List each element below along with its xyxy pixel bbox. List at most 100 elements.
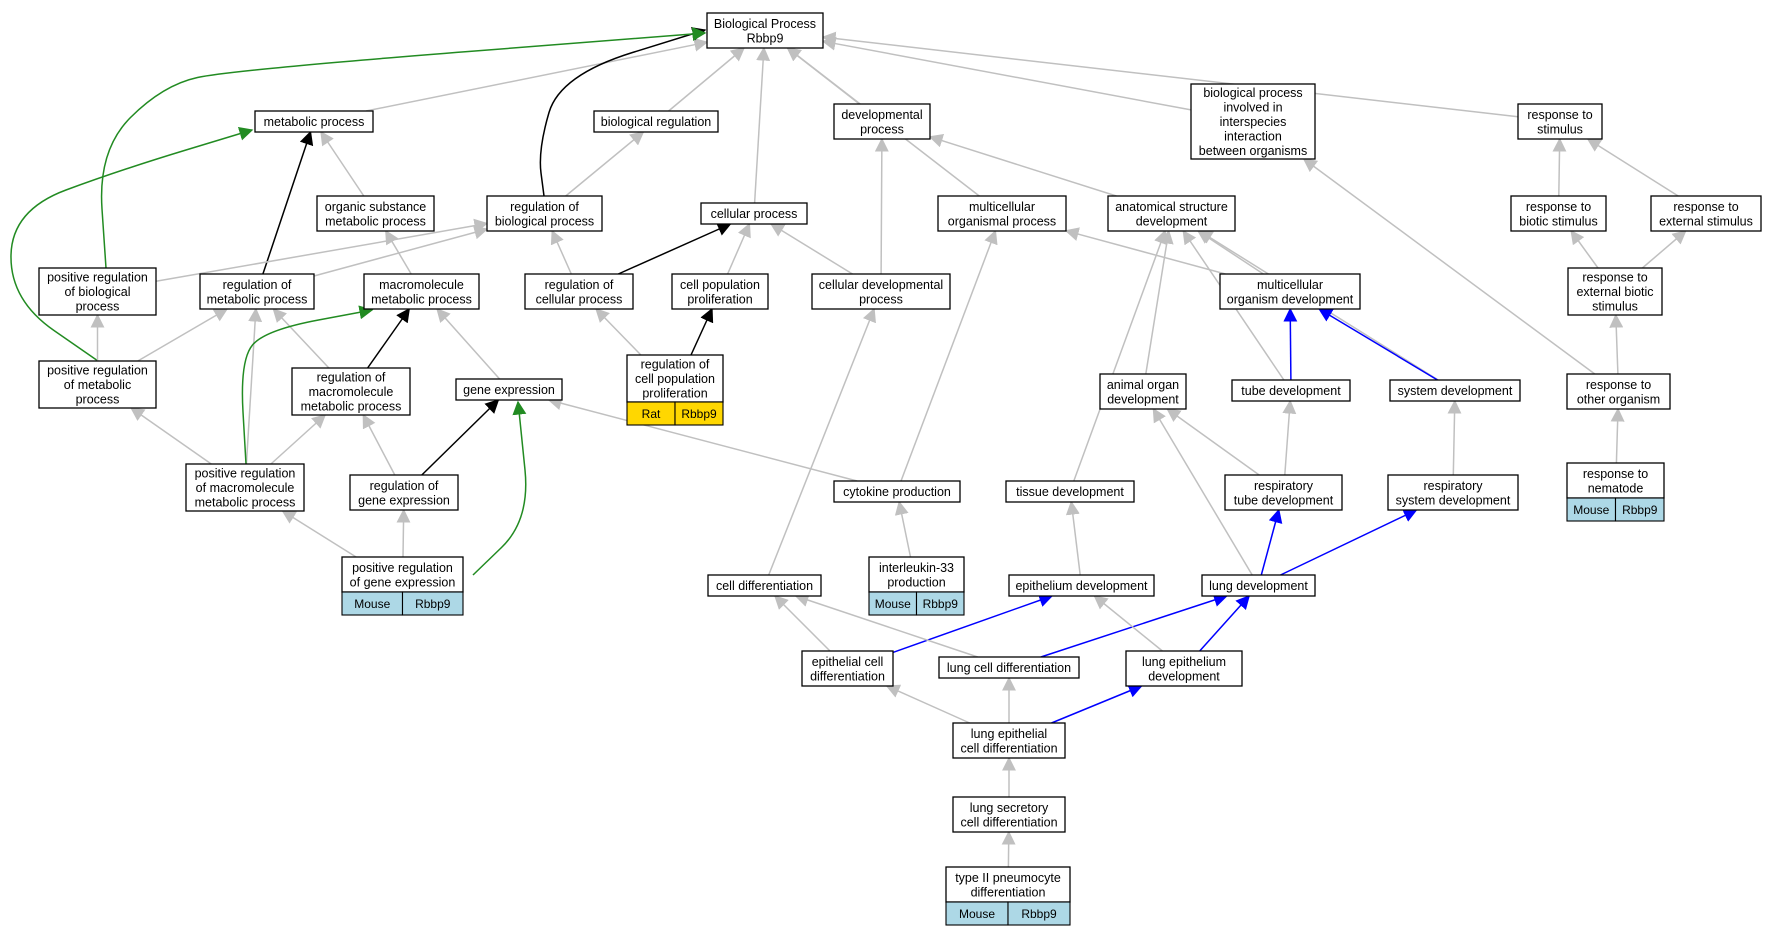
go-term-label: metabolic process [195, 496, 296, 510]
go-term-label: process [859, 292, 903, 306]
go-term-label: lung development [1209, 579, 1308, 593]
species-gene-label: Rbbp9 [923, 597, 959, 611]
is-a-edge [794, 593, 978, 658]
go-term-label: respiratory [1423, 479, 1483, 493]
go-term-node-tissue: tissue development [1005, 480, 1135, 503]
go-term-label: macromolecule [379, 278, 464, 292]
go-term-label: metabolic process [301, 400, 402, 414]
species-gene-label: Mouse [875, 597, 911, 611]
species-gene-label: Mouse [354, 597, 390, 611]
species-gene-label: Rbbp9 [1622, 503, 1658, 517]
go-term-label: external stimulus [1659, 214, 1753, 228]
go-term-label: metabolic process [264, 115, 365, 129]
go-term-node-lungdev: lung development [1201, 574, 1316, 597]
go-term-label: response to [1583, 467, 1648, 481]
go-term-label: other organism [1577, 392, 1660, 406]
go-term-label: positive regulation [47, 271, 148, 285]
go-term-label: between organisms [1199, 144, 1307, 158]
go-term-label: gene expression [358, 493, 450, 507]
is-a-edge [1065, 500, 1081, 576]
species-gene-cell: Rbbp9 [1614, 497, 1665, 522]
go-term-label: multicellular [1257, 278, 1323, 292]
is-a-edge [281, 510, 357, 558]
go-term-label: interaction [1224, 130, 1282, 144]
is-a-edge [550, 229, 572, 275]
is-a-edge [137, 308, 229, 362]
go-term-label: lung cell differentiation [947, 661, 1071, 675]
go-term-label: process [76, 393, 120, 407]
go-term-label: interleukin-33 [879, 561, 954, 575]
go-term-label: of metabolic [64, 378, 131, 392]
go-term-label: metabolic process [371, 292, 472, 306]
is-a-edge [155, 218, 489, 283]
species-gene-cell: Rat [626, 401, 676, 426]
go-term-label: Rbbp9 [747, 31, 784, 45]
is-a-edge [1570, 229, 1599, 269]
edge-layer [10, 27, 1687, 868]
go-term-label: animal organ [1107, 378, 1179, 392]
go-term-label: development [1136, 214, 1208, 228]
species-gene-cell: Rbbp9 [915, 591, 965, 616]
go-term-label: stimulus [1592, 300, 1638, 314]
go-term-label: differentiation [810, 669, 885, 683]
species-gene-cell: Mouse [341, 591, 404, 616]
go-term-label: biological regulation [601, 115, 712, 129]
species-gene-cell: Mouse [945, 901, 1009, 926]
go-term-node-system: system development [1389, 379, 1521, 402]
go-term-label: system development [1396, 493, 1511, 507]
go-term-label: proliferation [642, 387, 707, 401]
is-a-edge [365, 37, 709, 112]
go-term-label: biological process [1203, 86, 1302, 100]
is-a-edge [900, 229, 998, 482]
go-term-node-cytokine: cytokine production [833, 480, 961, 503]
go-term-label: regulation of [510, 200, 579, 214]
is-a-edge [668, 47, 746, 112]
go-term-node-geneexp: gene expression [455, 378, 563, 401]
go-term-label: of gene expression [350, 575, 456, 589]
species-gene-cell: Rbbp9 [1007, 901, 1071, 926]
go-term-label: stimulus [1537, 122, 1583, 136]
species-gene-label: Mouse [959, 907, 995, 921]
is-a-edge [320, 130, 365, 197]
go-term-label: regulation of [317, 371, 386, 385]
is-a-edge [272, 307, 330, 369]
go-term-label: respiratory [1254, 479, 1314, 493]
go-term-node-cellproc: cellular process [700, 202, 808, 225]
is-a-edge [821, 36, 1192, 111]
go-term-label: cellular process [536, 292, 623, 306]
is-a-edge [821, 31, 1519, 118]
go-term-label: involved in [1223, 101, 1282, 115]
go-term-label: organic substance [325, 200, 427, 214]
is-a-edge [726, 222, 751, 275]
go-term-node-bioreg: biological regulation [593, 110, 719, 133]
is-a-edge [1282, 399, 1297, 476]
is-a-edge [768, 307, 876, 576]
species-gene-label: Rat [642, 407, 661, 421]
go-term-label: epithelial cell [812, 655, 884, 669]
go-term-label: response to [1586, 378, 1651, 392]
is-a-edge [436, 307, 501, 380]
go-term-label: cell population [635, 372, 715, 386]
species-gene-cell: Rbbp9 [674, 401, 724, 426]
go-term-label: epithelium development [1015, 579, 1148, 593]
is-a-edge [1283, 307, 1298, 381]
go-term-node-tube: tube development [1231, 379, 1351, 402]
go-term-label: organism development [1227, 292, 1354, 306]
is-a-edge [1145, 229, 1174, 375]
